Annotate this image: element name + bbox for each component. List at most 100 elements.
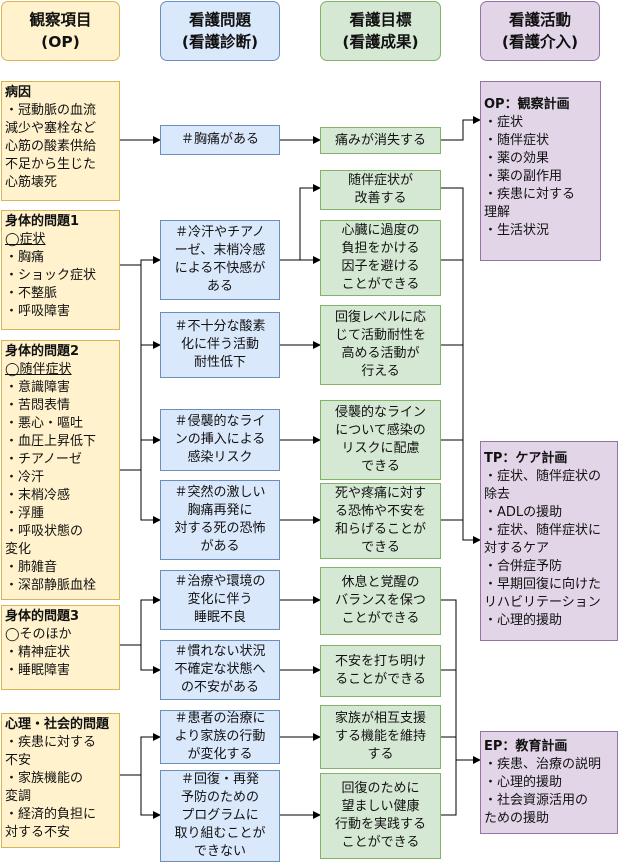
- intervention-line: ・随伴症状: [484, 133, 550, 148]
- arrow-goals-to-op: [441, 116, 481, 141]
- observation-line: ・意識障害: [5, 380, 71, 395]
- observation-line: ・浮腫: [5, 506, 45, 521]
- intervention-ep-education-plan: EP：教育計画 ・疾患、治療の説明 ・心理的援助 ・社会資源活用の ための援助: [480, 731, 618, 834]
- goal-express-anxiety: 不安を打ち明け ることができる: [320, 645, 441, 697]
- intervention-line: ・早期回復に向けた: [484, 577, 602, 592]
- problem-line: 予防のための: [180, 790, 259, 805]
- arrow-physical-to-problems: [140, 470, 161, 524]
- intervention-title: EP：教育計画: [484, 739, 568, 754]
- problem-line: 胸痛再発に: [187, 503, 253, 518]
- intervention-line: ・合併症予防: [484, 559, 563, 574]
- problem-line: 不確定な状態へ: [174, 662, 266, 677]
- problem-line: 耐性低下: [193, 355, 246, 370]
- header-observation-line1: 観察項目: [29, 11, 92, 29]
- goal-line: できる: [361, 459, 400, 474]
- observation-line: 不足から生じた: [5, 157, 97, 172]
- observation-line: ・血圧上昇低下: [5, 434, 97, 449]
- goal-infection-care: 侵襲的なライン について感染の リスクに配慮 できる: [320, 400, 441, 480]
- goal-line: 随伴症状が: [347, 173, 413, 188]
- problem-line: がある: [200, 539, 240, 554]
- observation-line: ・苦悶表情: [5, 398, 71, 413]
- problem-line: ＃治療や環境の: [174, 574, 266, 589]
- problem-line: ンの挿入による: [174, 432, 266, 447]
- goal-line: できる: [361, 540, 400, 555]
- problem-line: 睡眠不良: [193, 610, 246, 625]
- goal-family-support: 家族が相互支援 する機能を維持 する: [320, 705, 441, 769]
- header-intervention-line2: (看護介入): [501, 33, 579, 51]
- observation-line: ・精神症状: [5, 645, 71, 660]
- intervention-line: ・心理的援助: [484, 613, 563, 628]
- goal-line: 改善する: [354, 191, 407, 206]
- observation-line: 変調: [5, 789, 32, 804]
- intervention-line: ・症状、随伴症状の: [484, 469, 602, 484]
- goal-line: 死や疼痛に対す: [334, 486, 426, 501]
- observation-title: 身体的問題1: [5, 214, 80, 229]
- observation-line: ・家族機能の: [5, 771, 84, 786]
- observation-etiology: 病因 ・冠動脈の血流 減少や塞栓など 心筋の酸素供給 不足から生じた 心筋壊死: [1, 81, 120, 201]
- observation-title: 身体的問題3: [5, 609, 80, 624]
- arrow-physical3-to-problems: [140, 645, 161, 674]
- arrow-goals-to-ep: [441, 599, 481, 764]
- header-nursing-problem: 看護問題 (看護診断): [160, 1, 280, 61]
- header-nursing-goal: 看護目標 (看護成果): [320, 1, 441, 61]
- goal-line: リスクに配慮: [341, 441, 420, 456]
- problem-line: 取り組むことが: [174, 826, 266, 841]
- problem-line: ＃胸痛がある: [180, 132, 259, 147]
- header-goal-line1: 看護目標: [349, 11, 412, 29]
- problem-family: ＃患者の治療に より家族の行動 が変化する: [160, 710, 280, 764]
- problem-activity-intolerance: ＃不十分な酸素 化に伴う活動 耐性低下: [160, 312, 280, 378]
- header-problem-line1: 看護問題: [188, 11, 251, 29]
- observation-subtitle: ◯症状: [5, 232, 46, 247]
- observation-line: 対する不安: [5, 825, 71, 840]
- observation-line: ・胸痛: [5, 250, 45, 265]
- goal-health-behavior: 回復のために 望ましい健康 行動を実践する ことができる: [320, 773, 441, 859]
- intervention-line: ・症状: [484, 115, 524, 130]
- observation-subtitle: ◯随伴症状: [5, 362, 72, 377]
- observation-line: ・チアノーゼ: [5, 452, 82, 467]
- arrow-goals-to-ep: [441, 760, 457, 816]
- problem-program: ＃回復・再発 予防のための プログラムに 取り組むことが できない: [160, 770, 280, 862]
- goal-line: 負担をかける: [341, 241, 420, 256]
- intervention-tp-care-plan: TP：ケア計画 ・症状、随伴症状の 除去 ・ADLの援助 ・症状、随伴症状に 対…: [480, 441, 618, 641]
- header-observation-line2: (OP): [41, 33, 80, 51]
- intervention-op-observation-plan: OP：観察計画 ・症状 ・随伴症状 ・薬の効果 ・薬の副作用 ・疾患に対する 理…: [480, 81, 601, 261]
- goal-line: 休息と覚醒の: [341, 575, 420, 590]
- observation-title: 心理・社会的問題: [5, 717, 110, 732]
- problem-chest-pain: ＃胸痛がある: [160, 125, 280, 155]
- intervention-line: ・薬の効果: [484, 151, 550, 166]
- observation-line: ・冠動脈の血流: [5, 103, 97, 118]
- goal-rest-balance: 休息と覚醒の バランスを保つ ことができる: [320, 567, 441, 635]
- observation-physical-2: 身体的問題2 ◯随伴症状 ・意識障害 ・苦悶表情 ・悪心・嘔吐 ・血圧上昇低下 …: [1, 340, 120, 600]
- problem-sleep: ＃治療や環境の 変化に伴う 睡眠不良: [160, 570, 280, 630]
- goal-avoid-cardiac-load: 心臓に過度の 負担をかける 因子を避ける ことができる: [320, 220, 441, 296]
- intervention-line: ための援助: [484, 811, 550, 826]
- problem-line: ＃不十分な酸素: [174, 319, 266, 334]
- observation-line: ・深部静脈血栓: [5, 578, 97, 593]
- problem-line: ＃回復・再発: [180, 772, 259, 787]
- problem-line: が変化する: [187, 747, 253, 762]
- problem-line: ＃冷汗やチアノ: [175, 225, 265, 240]
- goal-pain-relief: 痛みが消失する: [320, 127, 441, 154]
- arrow-physical-to-problems: [120, 256, 161, 266]
- problem-line: ＃患者の治療に: [174, 711, 266, 726]
- observation-line: ・睡眠障害: [5, 663, 71, 678]
- observation-line: ・不整脈: [5, 286, 58, 301]
- problem-line: による不快感が: [174, 261, 266, 276]
- observation-line: ・冷汗: [5, 470, 45, 485]
- goal-line: する機能を維持: [334, 729, 426, 744]
- observation-line: ・呼吸障害: [5, 304, 71, 319]
- goal-line: る恐怖や不安を: [334, 504, 426, 519]
- goal-symptom-improve: 随伴症状が 改善する: [320, 170, 441, 210]
- observation-line: ・肺雑音: [5, 560, 58, 575]
- observation-subtitle: ◯そのほか: [5, 627, 72, 642]
- header-problem-line2: (看護診断): [181, 33, 259, 51]
- arrow-psychosocial-to-problems: [120, 733, 161, 776]
- problem-line: できない: [193, 844, 246, 859]
- arrow-goals-to-tp: [441, 187, 481, 544]
- goal-line: 心臓に過度の: [341, 223, 420, 238]
- observation-line: 不安: [5, 753, 32, 768]
- observation-line: 変化: [5, 542, 32, 557]
- observation-line: ・経済的負担に: [5, 807, 97, 822]
